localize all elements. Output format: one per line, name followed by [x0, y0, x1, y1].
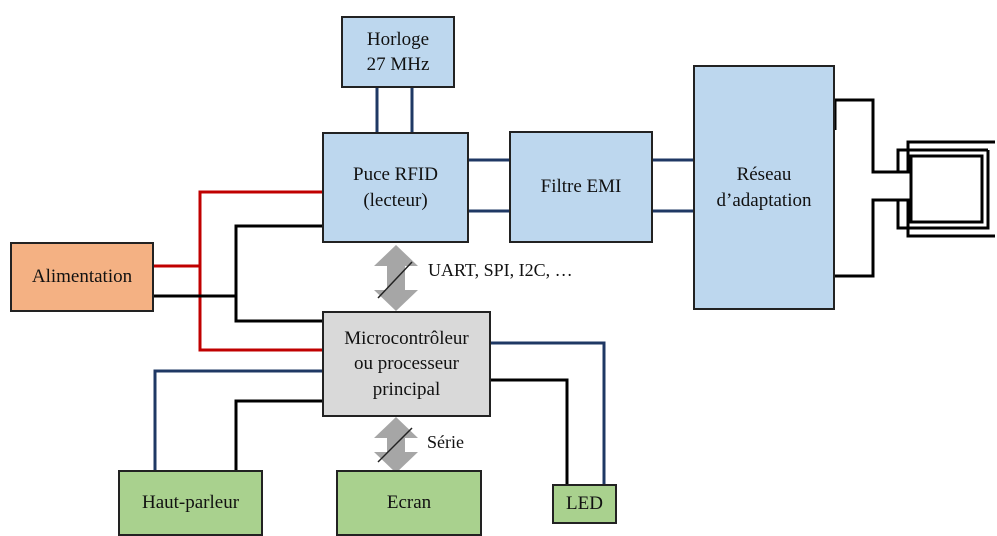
power-wire-rfid	[154, 190, 322, 268]
bus-arrow-rfid-mcu	[374, 245, 418, 311]
screen-block: Ecran	[336, 470, 482, 536]
mcu-speaker-ground-wire	[234, 399, 322, 470]
power-supply-block: Alimentation	[10, 242, 154, 312]
bus-label: UART, SPI, I2C, …	[428, 260, 573, 280]
serial-arrow-mcu-screen	[374, 417, 418, 473]
antenna-wire-bottom	[835, 198, 995, 278]
emi-filter-block: Filtre EMI	[509, 131, 653, 243]
antenna-wire-top	[833, 98, 995, 174]
ground-wire-main	[154, 294, 322, 323]
speaker-block: Haut-parleur	[118, 470, 263, 536]
serial-label: Série	[427, 432, 464, 452]
ground-wire-rfid	[234, 224, 322, 296]
antenna-wire-inner-bottom	[896, 150, 990, 230]
mcu-block: Microcontrôleur ou processeur principal	[322, 311, 491, 417]
clock-block: Horloge 27 MHz	[341, 16, 455, 88]
antenna-inner-rect	[909, 154, 984, 224]
rfid-chip-block: Puce RFID (lecteur)	[322, 132, 469, 243]
antenna-wire-inner-top	[896, 148, 988, 172]
power-wire-mcu	[198, 266, 322, 352]
mcu-led-ground-wire	[491, 378, 569, 484]
mcu-led-signal-wire	[491, 341, 606, 484]
mcu-speaker-signal-wire	[153, 369, 322, 470]
matching-network-block: Réseau d’adaptation	[693, 65, 835, 310]
led-block: LED	[552, 484, 617, 524]
